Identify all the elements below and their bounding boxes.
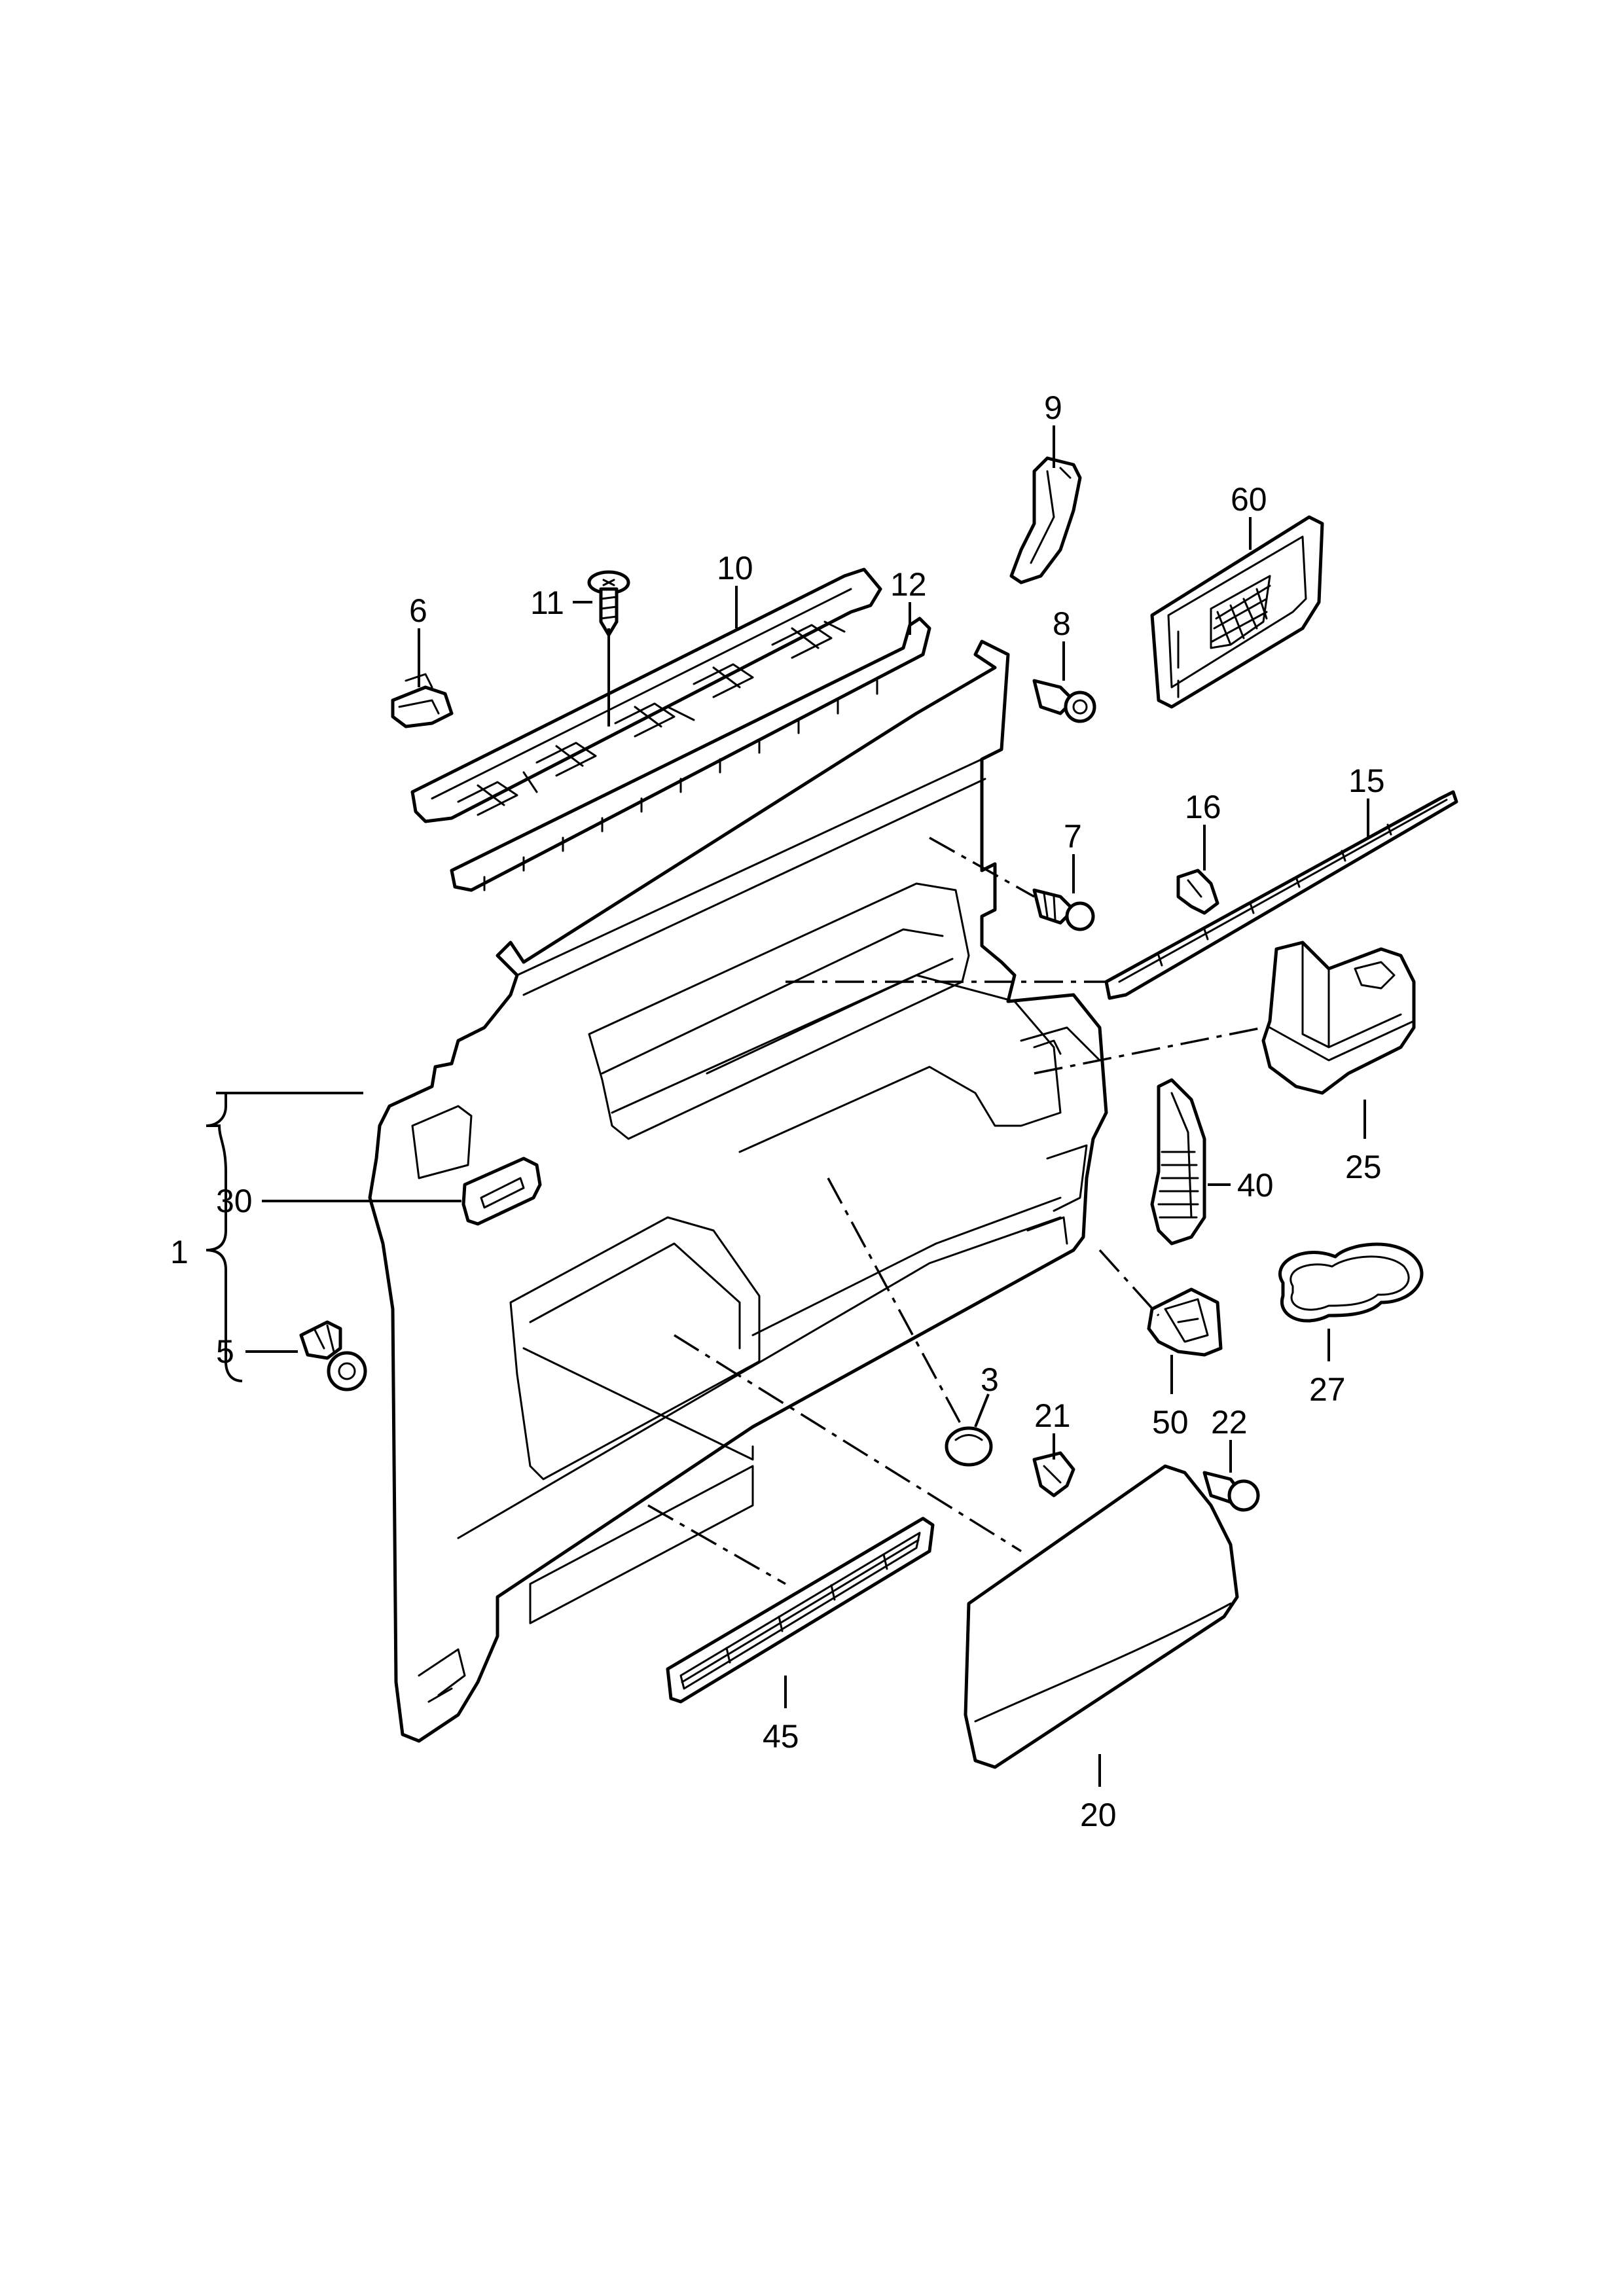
callout-45: 45 — [763, 1718, 799, 1755]
clip-part-6 — [391, 673, 454, 728]
callout-30: 30 — [216, 1183, 253, 1219]
assembly-lines — [647, 836, 1264, 1585]
callout-16: 16 — [1185, 789, 1221, 825]
callout-9: 9 — [1044, 389, 1062, 426]
callout-3: 3 — [981, 1361, 999, 1398]
bracket-part-50 — [1147, 1287, 1223, 1357]
vent-part-40 — [1150, 1078, 1206, 1246]
callout-22: 22 — [1211, 1404, 1248, 1441]
callout-10: 10 — [717, 550, 753, 586]
sealing-strip — [450, 617, 931, 892]
callout-1: 1 — [170, 1234, 189, 1270]
screw-part-7 — [1032, 888, 1095, 931]
cap-part-3 — [945, 1426, 993, 1467]
callout-11: 11 — [530, 584, 564, 621]
trim-strip-part-15 — [1104, 790, 1458, 1000]
callout-50: 50 — [1152, 1404, 1189, 1441]
cover-panel-part-20 — [964, 1464, 1239, 1769]
rivet-part-8 — [1032, 679, 1096, 723]
storage-box-part-25 — [1261, 941, 1416, 1095]
callout-labels: 1 3 5 6 7 8 9 10 11 12 15 16 20 21 22 25… — [170, 389, 1385, 1833]
clip-part-16 — [1176, 869, 1219, 915]
callout-21: 21 — [1034, 1397, 1071, 1434]
mat-part-27 — [1278, 1242, 1424, 1323]
vent-grille-part-45 — [666, 1516, 935, 1704]
callout-25: 25 — [1345, 1149, 1382, 1185]
leader-lines — [206, 425, 1369, 1787]
rivet-part-22 — [1202, 1471, 1260, 1512]
callout-6: 6 — [409, 592, 427, 629]
callout-5: 5 — [216, 1333, 234, 1370]
callout-7: 7 — [1064, 818, 1082, 855]
trim-bracket-strip — [410, 567, 882, 823]
callout-20: 20 — [1080, 1797, 1117, 1833]
callout-60: 60 — [1231, 481, 1267, 518]
cover-part-30 — [461, 1157, 542, 1226]
callout-15: 15 — [1348, 762, 1385, 799]
pillar-trim-part-9 — [1009, 456, 1082, 584]
side-trim-panel — [368, 639, 1108, 1743]
callout-12: 12 — [890, 566, 927, 603]
clip-part-5 — [299, 1320, 367, 1391]
grille-part-60 — [1150, 515, 1324, 709]
clip-part-21 — [1032, 1451, 1075, 1498]
callout-8: 8 — [1053, 605, 1071, 642]
screw-part-11 — [587, 570, 630, 637]
callout-27: 27 — [1309, 1371, 1346, 1408]
callout-40: 40 — [1237, 1167, 1274, 1204]
